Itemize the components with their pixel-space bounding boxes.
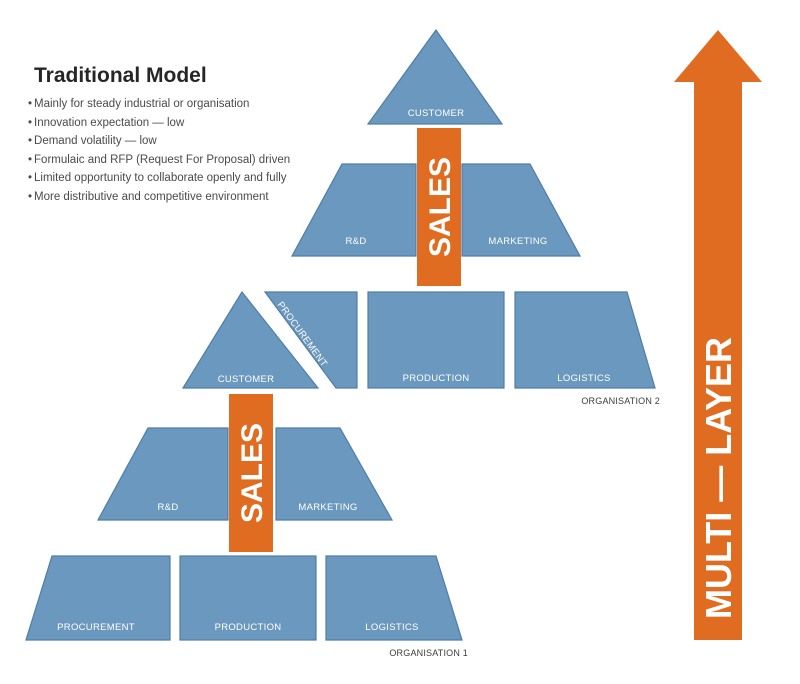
org2-marketing-block (461, 163, 582, 257)
org1-marketing-label: MARKETING (298, 502, 357, 513)
organisation-2-pyramid: CUSTOMER R&D MARKETING SALES CUSTOMER PR… (181, 28, 660, 406)
org2-logistics-block (514, 291, 656, 389)
org2-customer-bottom-block (181, 290, 320, 389)
bullet-item: More distributive and competitive enviro… (28, 189, 328, 206)
bullet-item: Innovation expectation — low (28, 115, 328, 132)
org2-customer-block (366, 28, 504, 125)
org1-production-block (179, 555, 317, 641)
org2-rnd-label: R&D (346, 236, 367, 247)
organisation-1-pyramid: R&D MARKETING SALES PROCUREMENT PRODUCTI… (25, 394, 468, 658)
org2-production-label: PRODUCTION (403, 373, 470, 384)
org1-sales-label: SALES (236, 423, 269, 523)
bullet-item: Limited opportunity to collaborate openl… (28, 170, 328, 187)
org2-caption: ORGANISATION 2 (581, 396, 660, 406)
org1-rnd-label: R&D (158, 502, 179, 513)
org2-marketing-label: MARKETING (488, 236, 547, 247)
org2-production-block (367, 291, 505, 389)
org1-marketing-block (275, 427, 394, 521)
org2-logistics-label: LOGISTICS (557, 373, 610, 384)
model-title: Traditional Model (34, 64, 207, 87)
bullet-item: Formulaic and RFP (Request For Proposal)… (28, 152, 328, 169)
org2-sales-bar (417, 128, 461, 286)
bullet-item: Demand volatility — low (28, 133, 328, 150)
org1-caption: ORGANISATION 1 (389, 648, 468, 658)
org1-procurement-block (25, 555, 171, 641)
model-bullets: Mainly for steady industrial or organisa… (28, 96, 328, 207)
org2-customer-label: CUSTOMER (408, 108, 465, 119)
org1-production-label: PRODUCTION (215, 622, 282, 633)
org1-logistics-label: LOGISTICS (365, 622, 418, 633)
org2-sales-label: SALES (424, 157, 457, 257)
arrow-up-icon (674, 30, 762, 640)
org2-procurement-block (263, 291, 358, 389)
multi-layer-label: MULTI — LAYER (698, 337, 739, 619)
org1-sales-bar (229, 394, 273, 552)
org1-procurement-label: PROCUREMENT (57, 622, 135, 633)
org1-logistics-block (325, 555, 463, 641)
org1-rnd-block (96, 427, 229, 521)
org2-rnd-block (290, 163, 417, 257)
org2-customer-bottom-label: CUSTOMER (218, 374, 275, 385)
bullet-item: Mainly for steady industrial or organisa… (28, 96, 328, 113)
multi-layer-arrow: MULTI — LAYER (674, 30, 762, 640)
